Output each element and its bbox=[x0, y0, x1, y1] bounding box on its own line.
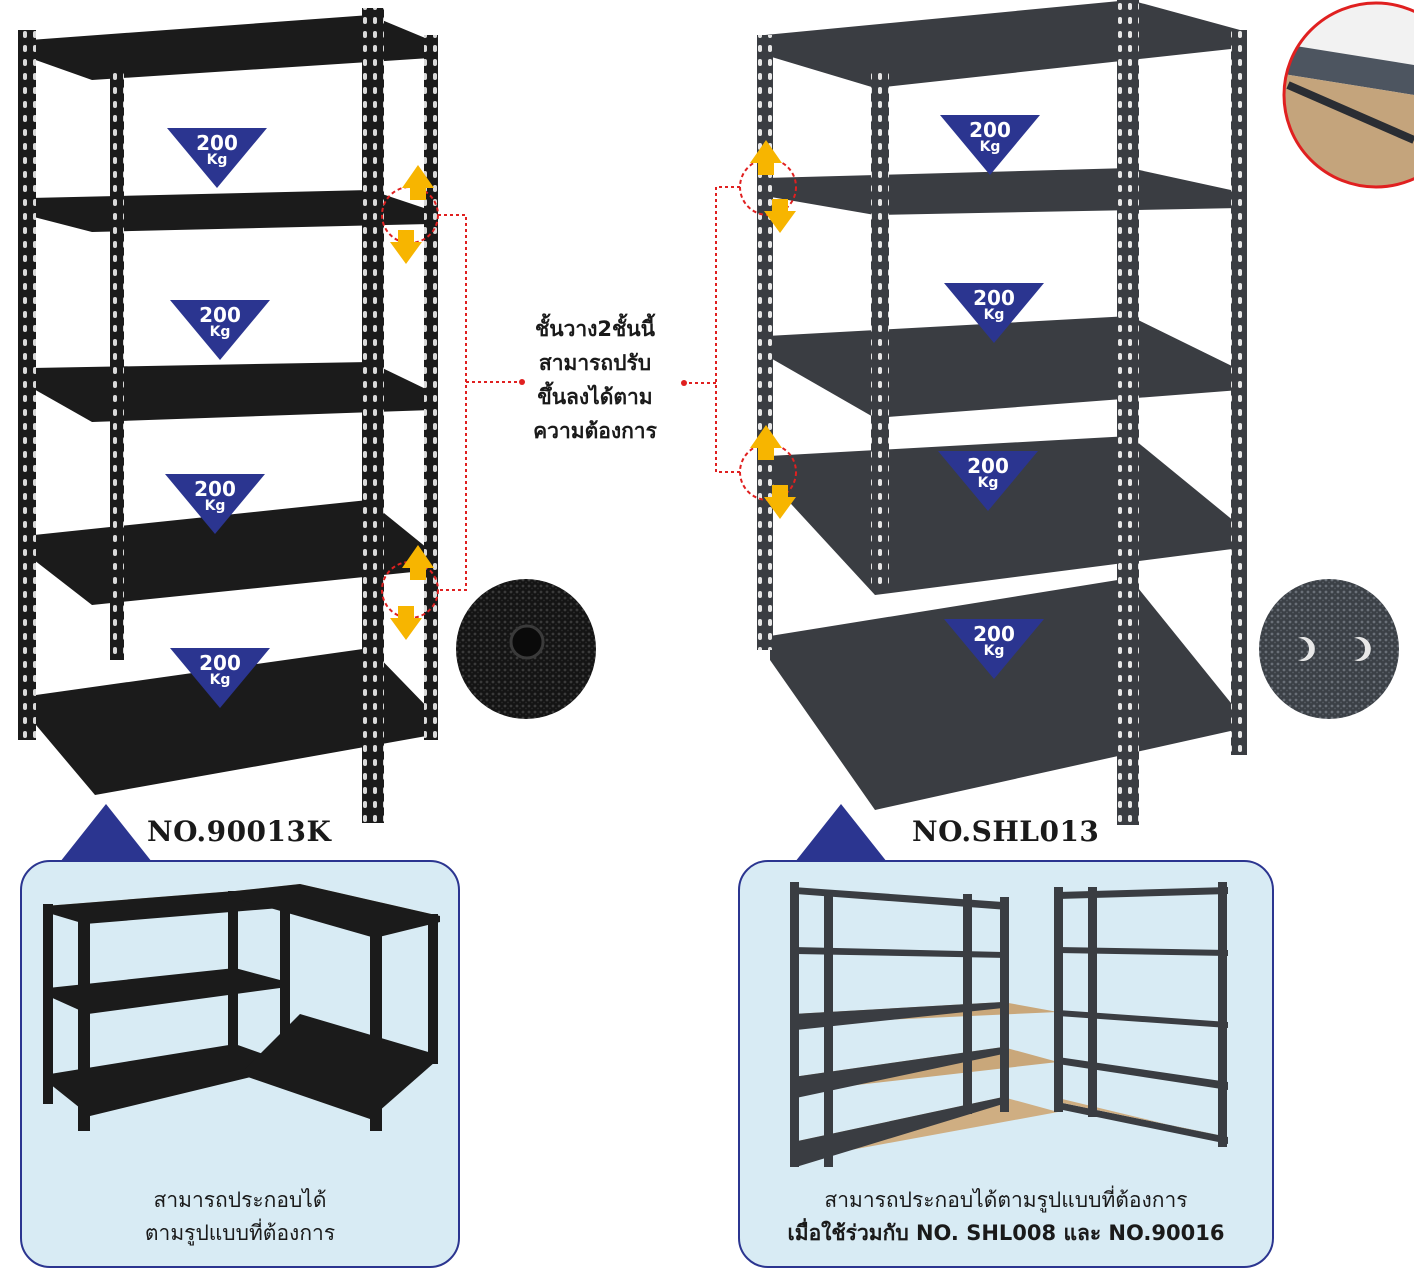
panel-pointer-left bbox=[60, 804, 152, 862]
load-badge: 200 Kg bbox=[944, 619, 1044, 683]
load-badge: 200 Kg bbox=[938, 451, 1038, 515]
note-line-3: ขึ้นลงได้ตาม bbox=[537, 385, 653, 409]
assembly-caption-left: สามารถประกอบได้ ตามรูปแบบที่ต้องการ bbox=[22, 1184, 458, 1250]
right-shelf-drawing bbox=[757, 0, 1247, 825]
load-badge: 200 Kg bbox=[167, 128, 267, 192]
assembly-caption-right: สามารถประกอบได้ตามรูปแบบที่ต้องการ เมื่อ… bbox=[740, 1184, 1272, 1250]
note-line-1: ชั้นวาง2ชั้นนี้ bbox=[534, 317, 656, 341]
caption-line-1: สามารถประกอบได้ bbox=[153, 1188, 327, 1212]
caption-line-1: สามารถประกอบได้ตามรูปแบบที่ต้องการ bbox=[824, 1188, 1188, 1212]
caption-line-2: เมื่อใช้ร่วมกับ NO. SHL008 และ NO.90016 bbox=[787, 1221, 1225, 1245]
caption-line-2: ตามรูปแบบที่ต้องการ bbox=[144, 1221, 336, 1245]
adjustable-shelves-note: ชั้นวาง2ชั้นนี้ สามารถปรับ ขึ้นลงได้ตาม … bbox=[505, 312, 685, 448]
l-shape-assembly-grey bbox=[790, 882, 1228, 1167]
load-badge: 200 Kg bbox=[170, 648, 270, 712]
black-texture-closeup bbox=[456, 579, 596, 719]
assembly-panel-right: สามารถประกอบได้ตามรูปแบบที่ต้องการ เมื่อ… bbox=[738, 860, 1274, 1268]
model-number-right: NO.SHL013 bbox=[912, 815, 1100, 848]
grey-texture-closeup bbox=[1259, 579, 1399, 719]
right-shelf-image bbox=[745, 0, 1265, 830]
load-badge: 200 Kg bbox=[940, 115, 1040, 179]
load-badge: 200 Kg bbox=[165, 474, 265, 538]
note-line-2: สามารถปรับ bbox=[538, 351, 652, 375]
beam-closeup bbox=[1282, 1, 1414, 189]
panel-pointer-right bbox=[795, 804, 887, 862]
note-line-4: ความต้องการ bbox=[533, 419, 657, 443]
adjust-callout-left bbox=[381, 165, 525, 640]
model-number-left: NO.90013K bbox=[147, 815, 332, 848]
load-badge: 200 Kg bbox=[944, 283, 1044, 347]
assembly-panel-left: สามารถประกอบได้ ตามรูปแบบที่ต้องการ bbox=[20, 860, 460, 1268]
left-shelf-drawing bbox=[18, 8, 438, 823]
left-shelf-image bbox=[0, 0, 460, 830]
l-shape-assembly-black bbox=[43, 884, 440, 1131]
adjust-callout-right bbox=[681, 140, 797, 519]
load-badge: 200 Kg bbox=[170, 300, 270, 364]
